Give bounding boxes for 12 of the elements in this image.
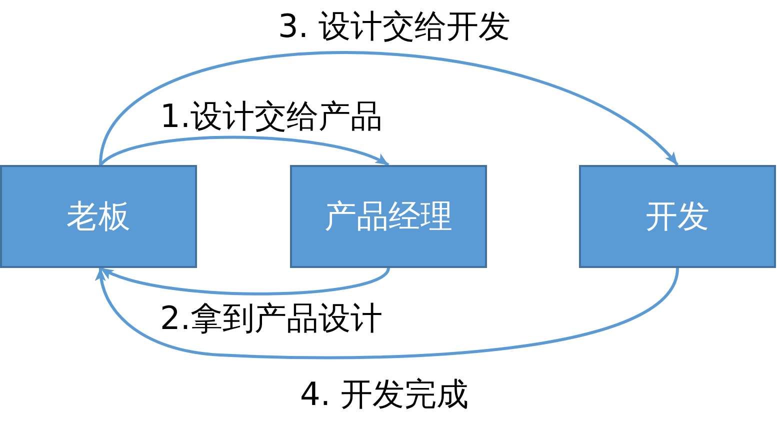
curved-arrow <box>100 266 390 296</box>
curved-arrow <box>96 268 679 360</box>
box-title: 产品经理 <box>324 198 452 235</box>
process-box <box>290 165 487 268</box>
edge-label: 2.拿到产品设计 <box>160 300 383 337</box>
curved-arrow <box>99 51 679 166</box>
process-box <box>579 165 776 268</box>
curved-arrow <box>100 136 390 166</box>
process-box <box>0 165 197 268</box>
box-title: 老板 <box>66 198 130 235</box>
edge-label: 3. 设计交给开发 <box>278 8 511 45</box>
box-title: 开发 <box>646 198 710 235</box>
